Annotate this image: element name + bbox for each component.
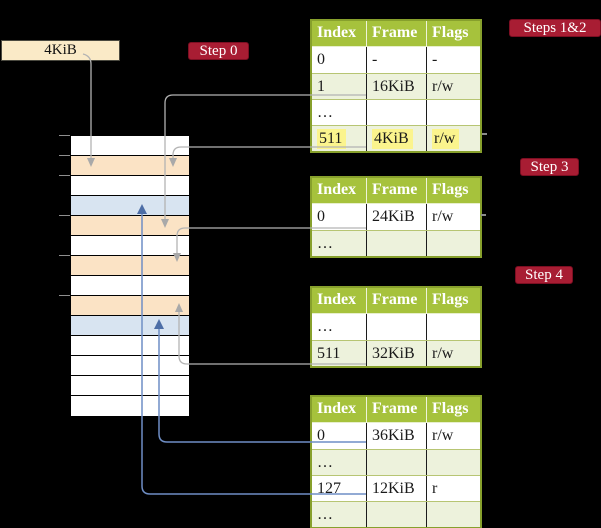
memory-row-table	[71, 156, 189, 176]
table-cell	[367, 502, 427, 527]
table-cell: 12KiB	[367, 476, 427, 501]
table-cell: 4KiB	[367, 126, 427, 151]
table-cell	[367, 450, 427, 475]
table-cell: r	[432, 480, 438, 497]
table-cell: 24KiB	[367, 204, 427, 230]
address-tick	[59, 295, 70, 296]
column-header: Index	[312, 397, 367, 422]
address-tick	[59, 175, 70, 176]
memory-row-free	[71, 336, 189, 356]
column-header: Index	[312, 288, 367, 313]
column-header: Frame	[367, 397, 427, 422]
memory-row-free	[71, 396, 189, 416]
table-cell: 127	[312, 476, 367, 501]
memory-column	[70, 135, 190, 416]
table-cell	[367, 314, 427, 340]
table-cell: 0	[312, 47, 367, 73]
column-header: Flags	[432, 181, 469, 198]
badge-step-3: Step 3	[520, 158, 579, 176]
table-cell: -	[432, 51, 438, 68]
column-header: Flags	[432, 24, 469, 41]
table-cell: …	[312, 314, 367, 340]
table-cell	[427, 100, 480, 125]
column-header: Index	[312, 21, 367, 46]
table-cell	[367, 231, 427, 256]
table-cell: …	[312, 100, 367, 125]
table-cell: -	[367, 47, 427, 73]
memory-row-table	[71, 216, 189, 236]
table-cell	[427, 502, 480, 527]
memory-row-free	[71, 276, 189, 296]
column-header: Index	[312, 178, 367, 203]
table-row: 511 4KiB r/w	[312, 125, 480, 151]
badge-step-4: Step 4	[515, 266, 573, 284]
table-row: …	[312, 501, 480, 527]
column-header: Frame	[367, 178, 427, 203]
table-cell: 511	[312, 341, 367, 366]
table-cell: 0	[312, 204, 367, 230]
table-cell: …	[312, 231, 367, 256]
table-cell: 1	[312, 74, 367, 99]
table-cell: r/w	[432, 78, 454, 95]
memory-row-free	[71, 376, 189, 396]
table-cell: r/w	[427, 126, 480, 151]
memory-row-page	[71, 196, 189, 216]
memory-row-table	[71, 256, 189, 276]
table-cell	[427, 314, 480, 340]
table-row: 0--	[312, 47, 480, 73]
table-cell	[427, 231, 480, 256]
highlighted-value: r/w	[432, 129, 460, 149]
table-row: …	[312, 99, 480, 125]
column-header: Flags	[432, 291, 469, 308]
badge-steps-1-2: Steps 1&2	[509, 19, 601, 37]
memory-row-free	[71, 176, 189, 196]
table-cell	[367, 100, 427, 125]
table-cell: …	[312, 502, 367, 527]
badge-step-0: Step 0	[188, 42, 249, 60]
table-row: …	[312, 230, 480, 256]
table-cell	[427, 450, 480, 475]
address-tick	[59, 155, 70, 156]
column-header: Frame	[367, 21, 427, 46]
address-tick	[59, 255, 70, 256]
address-tick	[59, 215, 70, 216]
table-row: …	[312, 449, 480, 475]
memory-row-free	[71, 136, 189, 156]
table-cell: r/w	[432, 208, 454, 225]
table-cell: 0	[312, 423, 367, 449]
table-cell: 32KiB	[367, 341, 427, 366]
table-cell: 36KiB	[367, 423, 427, 449]
highlighted-value: 4KiB	[372, 129, 413, 149]
memory-row-table	[71, 296, 189, 316]
cr3-frame-box: 4KiB	[1, 40, 120, 61]
memory-row-page	[71, 316, 189, 336]
memory-row-free	[71, 356, 189, 376]
address-tick	[59, 135, 70, 136]
column-header: Flags	[432, 400, 469, 417]
table-cell: 16KiB	[367, 74, 427, 99]
memory-row-free	[71, 236, 189, 256]
table-row: …	[312, 314, 480, 340]
highlighted-value: 511	[317, 129, 347, 149]
table-cell: r/w	[432, 427, 454, 444]
column-header: Frame	[367, 288, 427, 313]
table-cell: r/w	[432, 345, 454, 362]
table-cell: …	[312, 450, 367, 475]
table-cell: 511	[312, 126, 367, 151]
